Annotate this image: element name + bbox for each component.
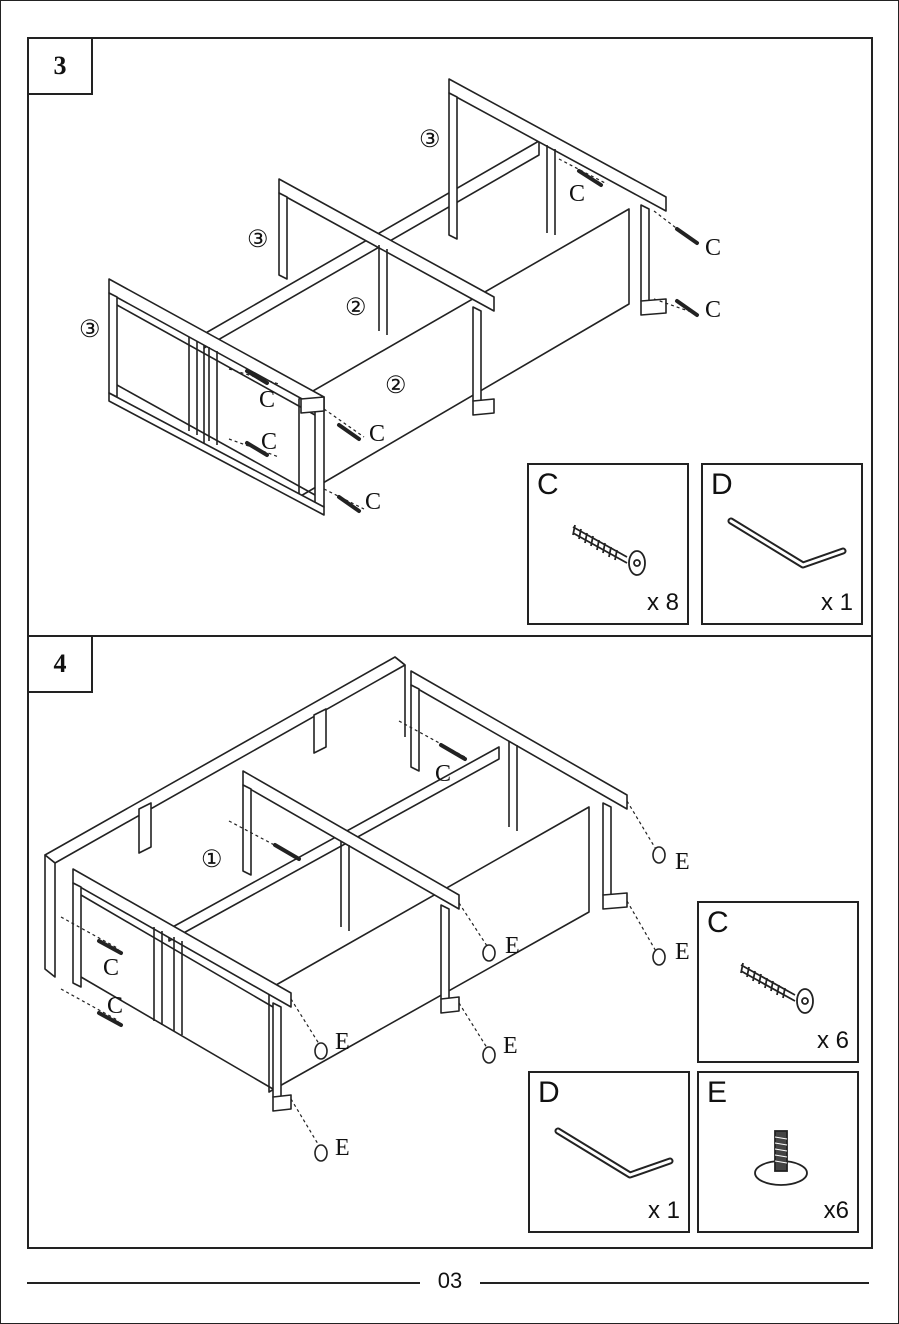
label-panel-2-back: ② xyxy=(345,295,367,321)
page-number: 03 xyxy=(420,1268,480,1294)
label-screw-c-5: C xyxy=(261,429,277,455)
step-3-panel: 3 xyxy=(29,39,871,637)
label-frame-3-left: ③ xyxy=(79,317,101,343)
label-screw-c-6: C xyxy=(369,421,385,447)
part-quantity: x 1 xyxy=(648,1197,680,1225)
part-quantity: x 8 xyxy=(647,589,679,617)
part-box-c: C x 8 xyxy=(527,463,689,625)
frame-left xyxy=(73,869,291,1111)
part-quantity: x6 xyxy=(824,1197,849,1225)
label-screw-c-2: C xyxy=(103,955,119,981)
label-screw-c-7: C xyxy=(365,489,381,515)
label-frame-3-right: ③ xyxy=(419,127,441,153)
label-foot-e-3: E xyxy=(505,933,520,959)
label-foot-e-1: E xyxy=(675,849,690,875)
label-foot-e-5: E xyxy=(335,1029,350,1055)
step-4-panel: 4 xyxy=(29,637,871,1247)
top-board xyxy=(45,657,405,977)
label-screw-c-1: C xyxy=(569,181,585,207)
label-screw-c-3: C xyxy=(107,993,123,1019)
label-top-1: ① xyxy=(201,847,223,873)
label-foot-e-6: E xyxy=(335,1135,350,1161)
instruction-steps: 3 xyxy=(27,37,873,1249)
part-box-d: D x 1 xyxy=(701,463,863,625)
label-frame-3-middle: ③ xyxy=(247,227,269,253)
part-box-d: D x 1 xyxy=(528,1071,690,1233)
part-quantity: x 6 xyxy=(817,1027,849,1055)
label-screw-c-2: C xyxy=(705,235,721,261)
footer-rule-right xyxy=(480,1282,869,1284)
label-screw-c-1: C xyxy=(435,761,451,787)
frame-left xyxy=(109,279,324,515)
label-foot-e-2: E xyxy=(675,939,690,965)
label-panel-2-front: ② xyxy=(385,373,407,399)
label-screw-c-4: C xyxy=(259,387,275,413)
label-screw-c-3: C xyxy=(705,297,721,323)
footer-rule-left xyxy=(27,1282,420,1284)
part-box-c: C x 6 xyxy=(697,901,859,1063)
part-quantity: x 1 xyxy=(821,589,853,617)
part-box-e: E x6 xyxy=(697,1071,859,1233)
label-foot-e-4: E xyxy=(503,1033,518,1059)
